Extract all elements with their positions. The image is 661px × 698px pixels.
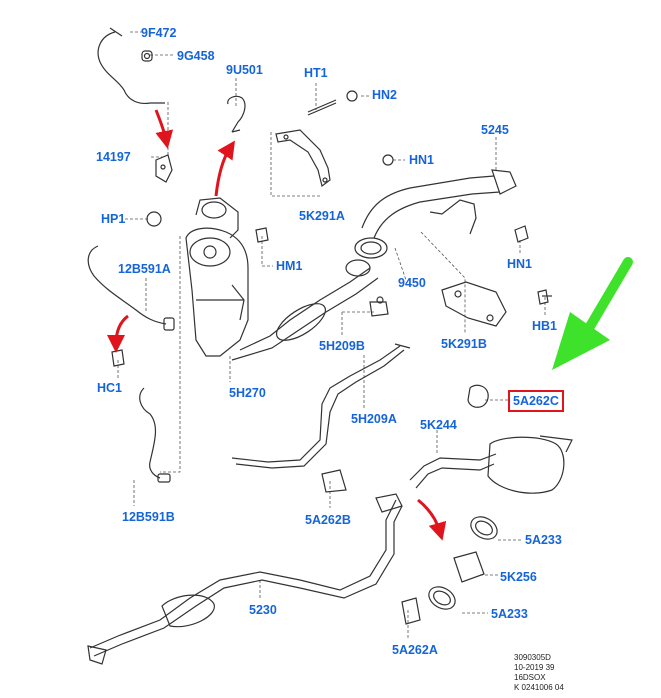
downpipe-sensor-bracket	[155, 154, 173, 183]
callout-5A233-bottom[interactable]: 5A233	[491, 607, 528, 621]
callout-HT1[interactable]: HT1	[304, 66, 328, 80]
rear-o2-sensor-harness	[87, 245, 175, 483]
callout-HB1[interactable]: HB1	[532, 319, 558, 333]
callout-HN2[interactable]: HN2	[372, 88, 398, 102]
front-o2-sensor	[97, 27, 165, 105]
heat-shield-5K291B	[441, 281, 507, 327]
reference-line-1: 3090305D	[514, 653, 551, 662]
callout-5K244[interactable]: 5K244	[420, 418, 457, 432]
red-direction-arrows	[107, 109, 447, 541]
callout-5H209A[interactable]: 5H209A	[351, 412, 397, 426]
callout-HM1[interactable]: HM1	[276, 259, 303, 273]
reference-line-3: 16DSOX	[514, 673, 546, 682]
nuts-and-bolts	[146, 211, 552, 305]
stud-HT1	[307, 90, 358, 116]
rubber-hangers	[321, 469, 421, 625]
callout-9G458[interactable]: 9G458	[177, 49, 215, 63]
callout-5230[interactable]: 5230	[249, 603, 277, 617]
reference-block: 3090305D 10-2019 39 16DSOX K 0241006 04	[514, 653, 564, 693]
callout-12B591A[interactable]: 12B591A	[118, 262, 171, 276]
callout-5A233-top[interactable]: 5A233	[525, 533, 562, 547]
callout-14197[interactable]: 14197	[96, 150, 131, 164]
rear-silencer-assembly	[409, 384, 573, 494]
callout-5H270[interactable]: 5H270	[229, 386, 266, 400]
callout-5A262B[interactable]: 5A262B	[305, 513, 351, 527]
callout-5K291B[interactable]: 5K291B	[441, 337, 487, 351]
heat-shield-5K291A	[275, 129, 331, 188]
bracket-9U501	[227, 95, 246, 133]
callout-5H209B[interactable]: 5H209B	[319, 339, 365, 353]
reference-line-2: 10-2019 39	[514, 663, 555, 672]
callout-9F472[interactable]: 9F472	[141, 26, 177, 40]
callout-9U501[interactable]: 9U501	[226, 63, 263, 77]
callout-HN1-top[interactable]: HN1	[409, 153, 435, 167]
intermediate-pipe-5230	[87, 493, 403, 665]
callout-HC1[interactable]: HC1	[97, 381, 123, 395]
callout-5K291A[interactable]: 5K291A	[299, 209, 345, 223]
callout-5A262A[interactable]: 5A262A	[392, 643, 438, 657]
callout-5245[interactable]: 5245	[481, 123, 509, 137]
leader-lines	[117, 31, 546, 640]
cat-downpipe	[231, 267, 379, 361]
green-pointer-arrow	[552, 257, 633, 370]
callout-5A262C-highlighted[interactable]: 5A262C	[508, 390, 564, 412]
callout-12B591B[interactable]: 12B591B	[122, 510, 175, 524]
callout-9450[interactable]: 9450	[398, 276, 426, 290]
pressure-hoses-5H209A	[231, 343, 411, 469]
reference-line-4: K 0241006 04	[514, 683, 564, 692]
callout-HN1-right[interactable]: HN1	[507, 257, 533, 271]
front-pipe-5245	[361, 154, 517, 239]
catalytic-converter	[185, 197, 249, 357]
callout-HP1[interactable]: HP1	[101, 212, 126, 226]
flex-flange-9450	[345, 237, 388, 277]
callout-5K256[interactable]: 5K256	[500, 570, 537, 584]
pressure-sensor-5H209B	[369, 296, 389, 317]
clamps-and-sleeve	[428, 516, 498, 610]
